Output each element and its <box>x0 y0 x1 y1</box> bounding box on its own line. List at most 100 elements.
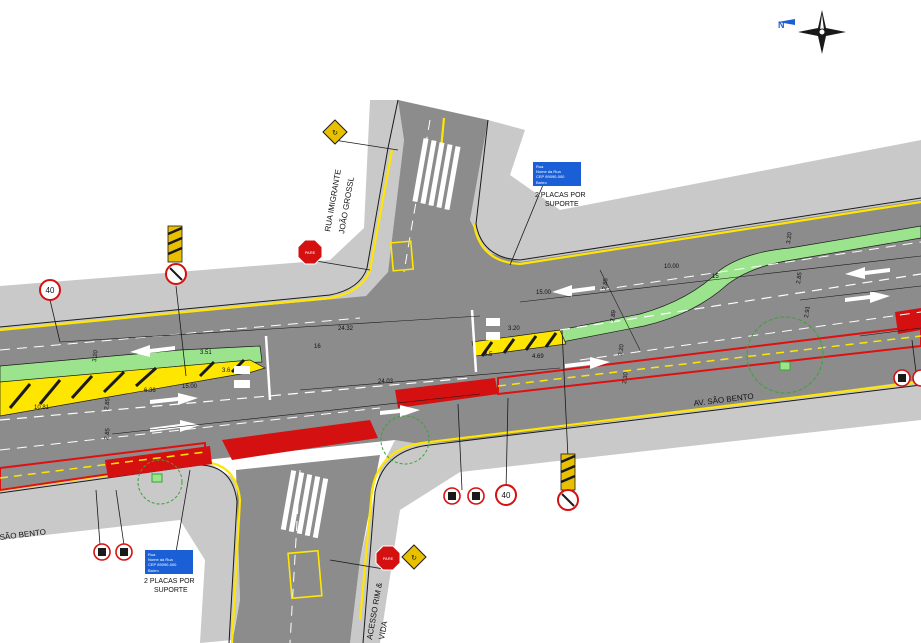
crosswalk-main-markings <box>234 318 500 388</box>
hatched-island-west <box>0 359 266 417</box>
svg-text:3.6: 3.6 <box>222 368 231 374</box>
svg-text:3.20: 3.20 <box>786 231 794 244</box>
arrow-west-3 <box>845 267 890 279</box>
svg-text:Nome da Rua: Nome da Rua <box>148 557 173 562</box>
speed-limit-sign-south: 40 <box>495 484 517 506</box>
arrow-west-1 <box>130 345 175 357</box>
stop-sign-icon <box>297 239 323 265</box>
svg-text:16: 16 <box>314 344 321 350</box>
svg-text:2.30: 2.30 <box>622 371 630 384</box>
svg-text:Nome da Rua: Nome da Rua <box>536 169 561 174</box>
svg-text:2.85: 2.85 <box>796 271 804 284</box>
bike-lane-west <box>0 345 263 385</box>
curb-south-east <box>358 380 921 621</box>
svg-text:↻: ↻ <box>411 555 417 562</box>
warning-diamond-icon <box>401 544 427 570</box>
bus-lane-east <box>497 324 921 396</box>
sidewalks <box>0 100 921 643</box>
street-name-sign-south: Rua Nome da Rua CEP 89090-000 Bairro 2 P… <box>144 550 195 594</box>
bike-lane <box>0 225 921 385</box>
street-name-sign-north: Rua Nome da Rua CEP 89090-000 Bairro 2 P… <box>533 162 586 208</box>
svg-text:2.85: 2.85 <box>104 427 112 440</box>
svg-text:↻: ↻ <box>332 130 338 137</box>
svg-text:2.85: 2.85 <box>104 397 112 410</box>
svg-text:10.00: 10.00 <box>664 264 680 270</box>
svg-text:24.03: 24.03 <box>378 379 394 385</box>
compass-rose: N <box>778 10 846 54</box>
svg-text:CEP 89090-000: CEP 89090-000 <box>536 174 565 179</box>
svg-text:2.89: 2.89 <box>610 309 618 322</box>
bicycle-sign-icon <box>912 369 921 387</box>
warning-diamond-icon <box>322 119 348 145</box>
sign-posts <box>49 139 917 571</box>
north-arrow-icon <box>778 19 795 25</box>
svg-text:Bairro: Bairro <box>148 568 159 573</box>
hazard-marker-west <box>165 225 187 285</box>
svg-text:3.5: 3.5 <box>484 352 493 358</box>
tree-south-center <box>380 415 430 465</box>
stop-sign-icon <box>375 545 401 571</box>
svg-text:10.81: 10.81 <box>34 405 50 411</box>
centerline-west <box>0 377 471 421</box>
svg-text:2.91: 2.91 <box>804 305 812 318</box>
svg-text:2.85: 2.85 <box>602 277 610 290</box>
arrow-east-5 <box>380 405 420 417</box>
dimension-labels: 24.32 24.03 15.00 15.00 10.00 3.20 3.20 … <box>34 231 812 440</box>
svg-text:N: N <box>778 20 785 30</box>
svg-text:CEP 89090-000: CEP 89090-000 <box>148 562 177 567</box>
svg-text:3.51: 3.51 <box>200 350 212 356</box>
bus-lane-stop-far-east <box>895 308 921 334</box>
stop-sign-south: PARE <box>375 545 401 571</box>
arrow-east-2 <box>150 420 200 432</box>
svg-text:SUPORTE: SUPORTE <box>154 587 188 594</box>
stop-sign-north: PARE <box>297 239 323 265</box>
svg-text:3.20: 3.20 <box>92 349 100 362</box>
centerline-east <box>559 273 921 331</box>
arrow-east-1 <box>150 393 198 405</box>
rua-imigrante-carriageway <box>388 100 488 272</box>
lane-divider-east-north <box>599 241 921 291</box>
svg-text:2 PLACAS POR: 2 PLACAS POR <box>535 192 586 199</box>
sidewalk-nw <box>0 100 404 330</box>
sidewalk-ne <box>470 120 921 262</box>
svg-text:Rua: Rua <box>148 552 156 557</box>
svg-text:15.00: 15.00 <box>536 290 552 296</box>
svg-text:Rua: Rua <box>536 164 544 169</box>
lane-divider-south <box>0 407 381 451</box>
svg-text:24.32: 24.32 <box>338 326 354 332</box>
svg-text:PARE: PARE <box>305 250 316 255</box>
svg-text:40: 40 <box>502 491 511 500</box>
svg-text:6.36: 6.36 <box>144 388 156 394</box>
svg-text:3.20: 3.20 <box>618 343 626 356</box>
svg-text:3.20: 3.20 <box>508 326 520 332</box>
street-label-acesso-2: VIDA <box>377 620 389 641</box>
hatched-islands <box>0 329 567 417</box>
trees <box>137 316 824 505</box>
svg-text:40: 40 <box>46 286 55 295</box>
speed-limit-sign-west: 40 <box>39 279 61 301</box>
acesso-rim-vida-carriageway <box>232 455 380 643</box>
warning-sign-south: ↻ <box>401 544 427 570</box>
svg-text:15: 15 <box>712 274 719 280</box>
crosswalk-north <box>412 138 461 211</box>
avenida-sao-bento-carriageway <box>0 200 921 490</box>
svg-text:Bairro: Bairro <box>536 180 547 185</box>
curb-north-east <box>472 200 921 266</box>
lane-divider-north <box>0 317 361 351</box>
arrow-west-2 <box>552 285 595 297</box>
svg-text:PARE: PARE <box>383 556 394 561</box>
lane-divider-east-south <box>579 311 921 361</box>
sidewalk-sw <box>0 460 240 643</box>
bus-lane-crossing-red <box>222 420 378 460</box>
svg-text:SUPORTE: SUPORTE <box>545 201 579 208</box>
lane-arrows <box>130 267 890 432</box>
arrow-east-3 <box>565 357 610 369</box>
tree-south-west <box>137 459 183 505</box>
svg-text:4.69: 4.69 <box>532 354 544 360</box>
tree-south-east <box>746 316 824 394</box>
svg-text:15.00: 15.00 <box>182 384 198 390</box>
crosswalk-south <box>280 470 329 539</box>
svg-text:2 PLACAS POR: 2 PLACAS POR <box>144 578 195 585</box>
dimension-lines <box>59 255 921 435</box>
